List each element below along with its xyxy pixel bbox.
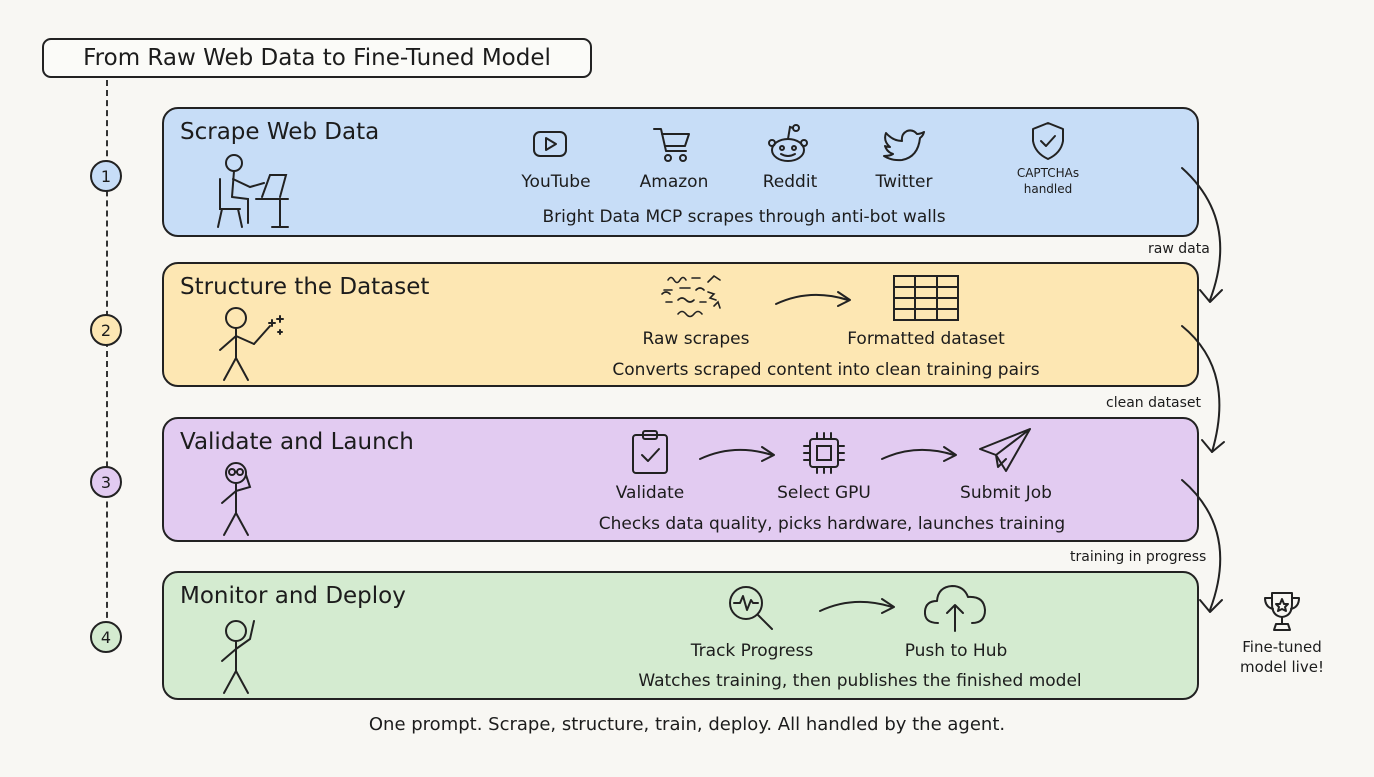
captcha-label: CAPTCHAs handled (1016, 166, 1080, 196)
stage-title: Structure the Dataset (180, 274, 430, 300)
stage-title: Validate and Launch (180, 429, 414, 455)
step-number-2: 2 (90, 314, 122, 346)
magnifier-pulse-icon (729, 586, 773, 630)
clipboard-check-icon (632, 430, 668, 474)
item-label: Validate (615, 483, 685, 503)
item-label: Formatted dataset (847, 329, 1005, 349)
table-icon (893, 275, 959, 321)
stage-caption: Converts scraped content into clean trai… (612, 360, 1040, 380)
twitter-icon (883, 129, 925, 162)
stage-structure: Structure the Dataset Raw scrapes (162, 262, 1199, 387)
wizard-person-icon (219, 307, 284, 381)
connector-label: raw data (1148, 241, 1210, 257)
trophy-icon (1264, 592, 1300, 631)
item-label: Submit Job (960, 483, 1052, 503)
stage-title: Scrape Web Data (180, 119, 380, 145)
footer-tagline: One prompt. Scrape, structure, train, de… (368, 714, 1006, 735)
stage-scrape: Scrape Web Data YouTube Amazon (162, 107, 1199, 237)
item-label: Raw scrapes (642, 329, 750, 349)
arrow-icon (775, 291, 851, 307)
stage-caption: Bright Data MCP scrapes through anti-bot… (542, 207, 946, 227)
paper-plane-icon (979, 428, 1031, 472)
thinking-person-icon (221, 462, 252, 536)
connector-arrows (1181, 167, 1225, 613)
connector-label: training in progress (1070, 549, 1207, 565)
arrow-icon (881, 446, 957, 462)
shield-check-icon (1032, 122, 1064, 160)
item-label: Push to Hub (904, 641, 1008, 661)
scribble-icon (661, 274, 721, 318)
item-label: Track Progress (690, 641, 814, 661)
arrow-icon (819, 598, 895, 614)
youtube-icon (533, 131, 567, 157)
step-number-3: 3 (90, 466, 122, 498)
result-label: Fine-tuned model live! (1240, 638, 1324, 676)
stage-caption: Watches training, then publishes the fin… (638, 671, 1082, 691)
stage-title: Monitor and Deploy (180, 583, 406, 609)
reddit-icon (768, 124, 808, 162)
chip-icon (803, 432, 845, 474)
connector-label: clean dataset (1106, 395, 1202, 411)
arrow-icon (699, 446, 775, 462)
cloud-upload-icon (923, 585, 986, 632)
waving-person-icon (221, 620, 255, 694)
source-label: YouTube (521, 172, 591, 192)
stage-caption: Checks data quality, picks hardware, lau… (598, 514, 1066, 534)
source-label: Twitter (875, 172, 933, 192)
item-label: Select GPU (777, 483, 871, 503)
step-number-1: 1 (90, 160, 122, 192)
timeline-line (106, 80, 108, 648)
step-number-4: 4 (90, 621, 122, 653)
source-label: Reddit (762, 172, 818, 192)
stage-deploy: Monitor and Deploy Track Progress Push t… (162, 571, 1199, 700)
source-label: Amazon (639, 172, 709, 192)
cart-icon (653, 128, 690, 162)
stage-validate: Validate and Launch Validate (162, 417, 1199, 542)
person-at-desk-icon (217, 154, 289, 228)
diagram-title: From Raw Web Data to Fine-Tuned Model (42, 38, 592, 78)
